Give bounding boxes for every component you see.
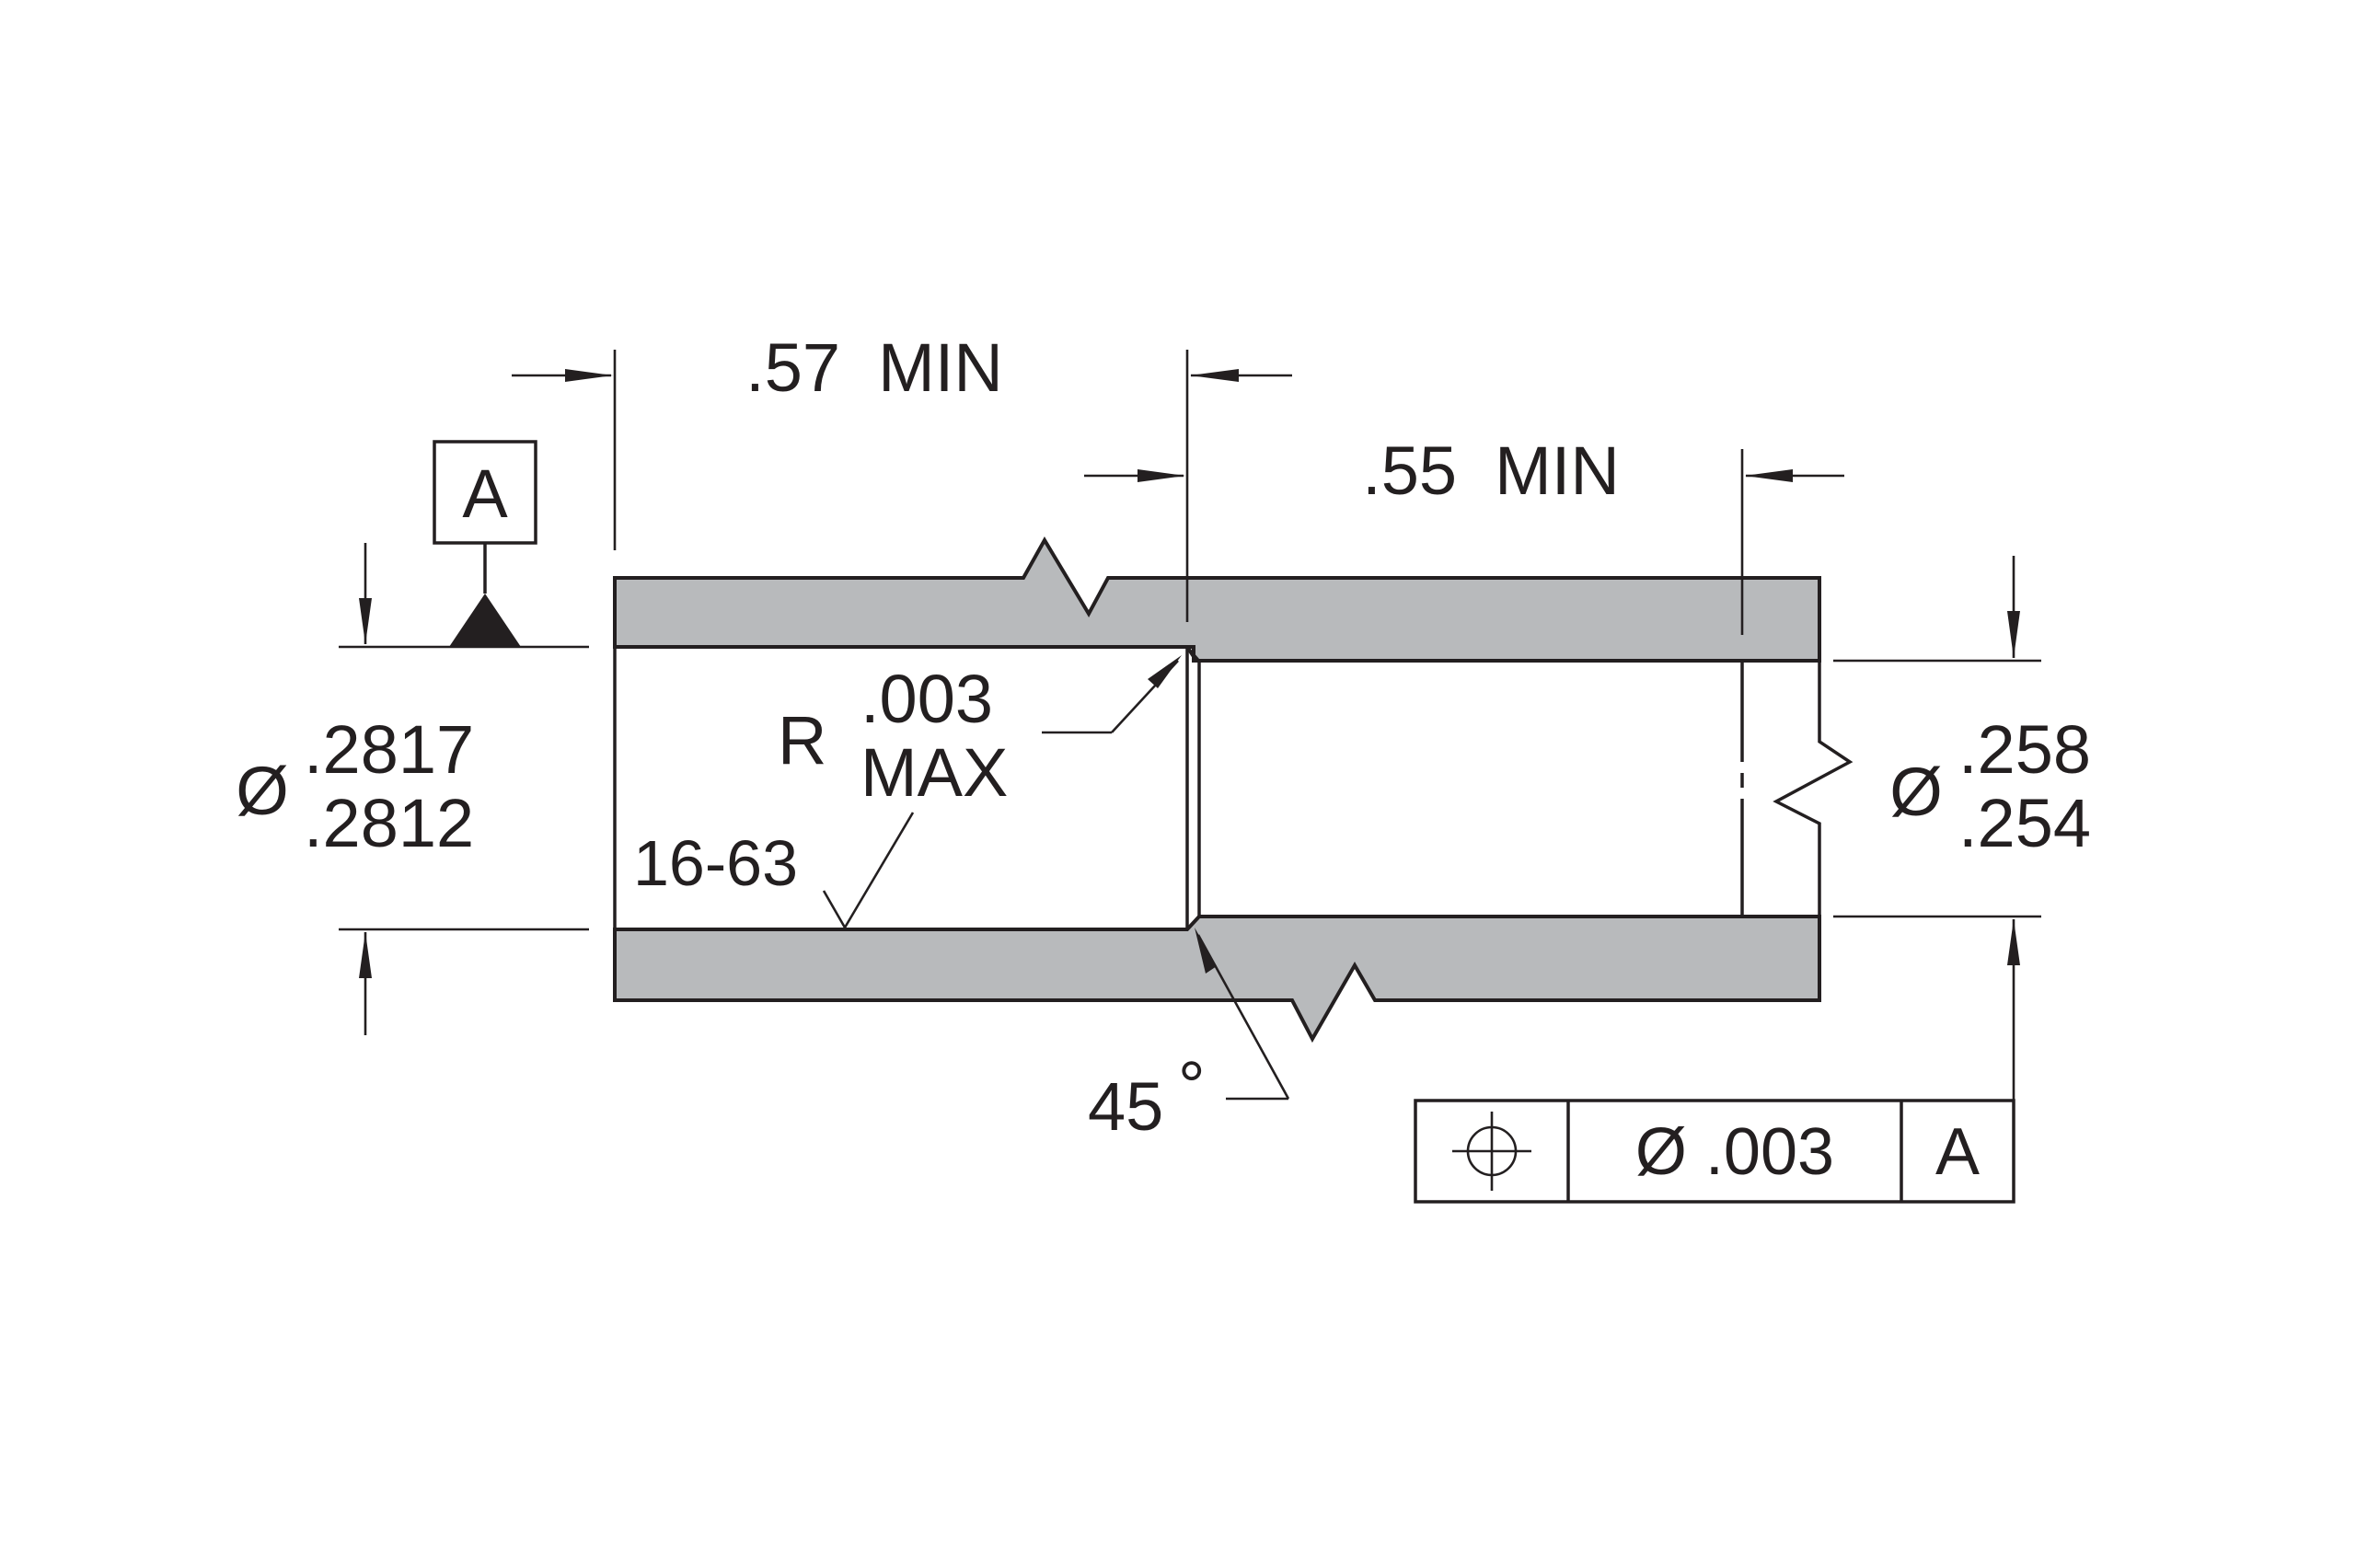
degree-symbol: ° [1178,1047,1206,1124]
left-length-arrow-left [565,369,613,382]
top-wall [613,536,1821,663]
surface-finish-leader [843,812,915,928]
right-dia-upper: .258 [1958,711,2091,788]
left-length-arrow-right [1190,369,1239,382]
radius-leader-arrow [1148,655,1182,688]
bore-outline [613,578,1854,1000]
radius-prefix: R [778,702,826,778]
left-length-dimension: .57 MIN [512,329,1292,622]
surface-finish-note: 16-63 [633,812,915,928]
datum-letter: A [462,455,508,532]
surface-finish-label: 16-63 [633,827,798,899]
right-dia-symbol: Ø [1889,754,1943,830]
right-dia-arrow-bottom [2007,919,2020,965]
left-dia-upper: .2817 [304,711,474,788]
datum-triangle [449,594,521,647]
right-length-arrow-right [1745,469,1793,482]
left-length-label: .57 MIN [745,329,1003,406]
part-body [613,536,1821,1043]
position-icon [1452,1112,1531,1191]
chamfer-angle: 45 [1088,1068,1163,1145]
radius-note: R .003 MAX [778,655,1182,811]
radius-value: .003 [860,661,993,737]
left-dia-arrow-bottom [359,932,372,978]
left-dia-lower: .2812 [304,785,474,861]
chamfer-note: 45 ° [1088,928,1290,1145]
chamfer-top [1186,646,1200,662]
fcf-border [1414,1099,2015,1204]
left-diameter-dimension: Ø .2817 .2812 [236,543,589,1035]
left-dia-arrow-top [359,598,372,644]
right-length-arrow-left [1138,469,1185,482]
datum-feature-symbol: A [339,440,589,649]
surface-finish-tick [822,890,847,928]
right-diameter-dimension: Ø .258 .254 [1833,556,2091,1102]
right-length-label: .55 MIN [1362,432,1620,509]
right-dia-lower: .254 [1958,785,2091,861]
chamfer-leader-arrow [1195,928,1217,974]
bottom-wall [613,915,1821,1043]
radius-suffix: MAX [860,734,1008,811]
feature-control-frame: Ø .003 A [1414,1099,2015,1204]
left-dia-symbol: Ø [236,753,289,829]
chamfer-bottom [1186,916,1200,930]
right-length-dimension: .55 MIN [1084,432,1844,635]
fcf-tolerance: Ø .003 [1635,1115,1834,1189]
right-dia-arrow-top [2007,611,2020,658]
right-end-break [1773,661,1854,917]
fcf-datum: A [1935,1115,1980,1189]
